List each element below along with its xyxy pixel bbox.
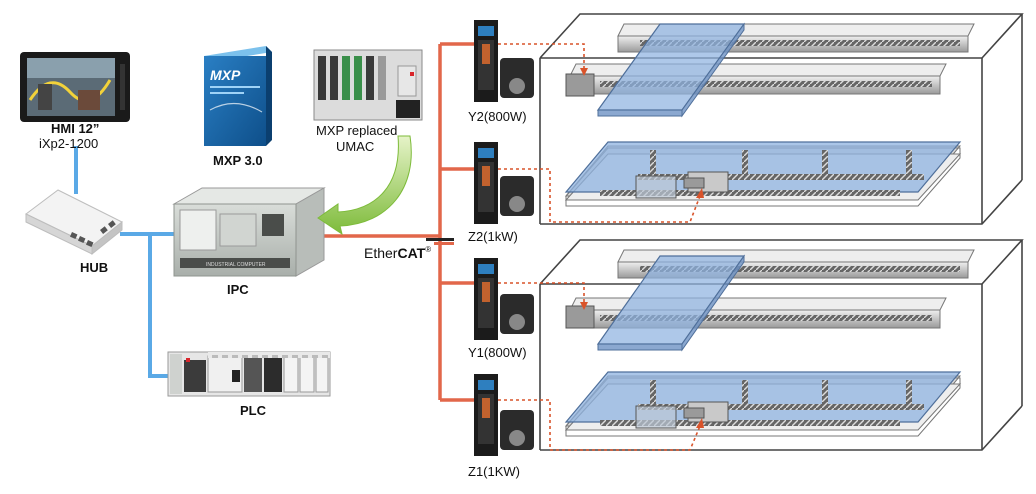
linear-stage-icon (539, 239, 1024, 451)
ethercat-junction (426, 238, 454, 245)
mxp-box-brand: MXP (210, 67, 241, 83)
servo-y2-label: Y2(800W) (468, 109, 527, 124)
replace-arrow (317, 135, 412, 236)
servo-y2 (474, 20, 534, 102)
ethernet-links (74, 146, 178, 378)
hub-icon (25, 189, 123, 256)
ipc-brand: INDUSTRIAL COMPUTER (206, 262, 266, 268)
servo-y1-label: Y1(800W) (468, 345, 527, 360)
linear-stage-icon (539, 13, 1024, 225)
ethercat-ether: Ether (364, 245, 398, 261)
ethercat-mark: ® (425, 245, 432, 254)
hmi-title: HMI 12” (51, 121, 100, 136)
umac-controller-icon (313, 49, 423, 121)
ipc-label: IPC (227, 282, 249, 297)
plc-label: PLC (240, 403, 266, 418)
mxp-box-label: MXP 3.0 (213, 153, 263, 168)
servo-y1 (474, 258, 534, 340)
motor-stage-links (498, 43, 701, 451)
hmi-model: iXp2-1200 (39, 136, 99, 151)
motor-stage-arrowheads (580, 68, 704, 428)
hub-plc-link (120, 232, 168, 378)
hmi-panel-icon (20, 52, 130, 122)
mxp-software-box-icon: MXP (204, 46, 272, 146)
ethercat-logo: EtherCAT® (364, 245, 432, 261)
mxp-replaced-label: MXP replaced (316, 123, 398, 138)
ethercat-links (322, 42, 474, 402)
servo-z1-label: Z1(1KW) (468, 464, 520, 479)
hub-label: HUB (80, 260, 109, 275)
plc-icon (167, 351, 331, 397)
servo-z1 (474, 374, 534, 456)
servo-z2 (474, 142, 534, 224)
ipc-icon: INDUSTRIAL COMPUTER (172, 187, 326, 277)
umac-label: UMAC (336, 139, 375, 154)
ethercat-cat: CAT (397, 245, 426, 261)
servo-z2-label: Z2(1kW) (468, 229, 518, 244)
